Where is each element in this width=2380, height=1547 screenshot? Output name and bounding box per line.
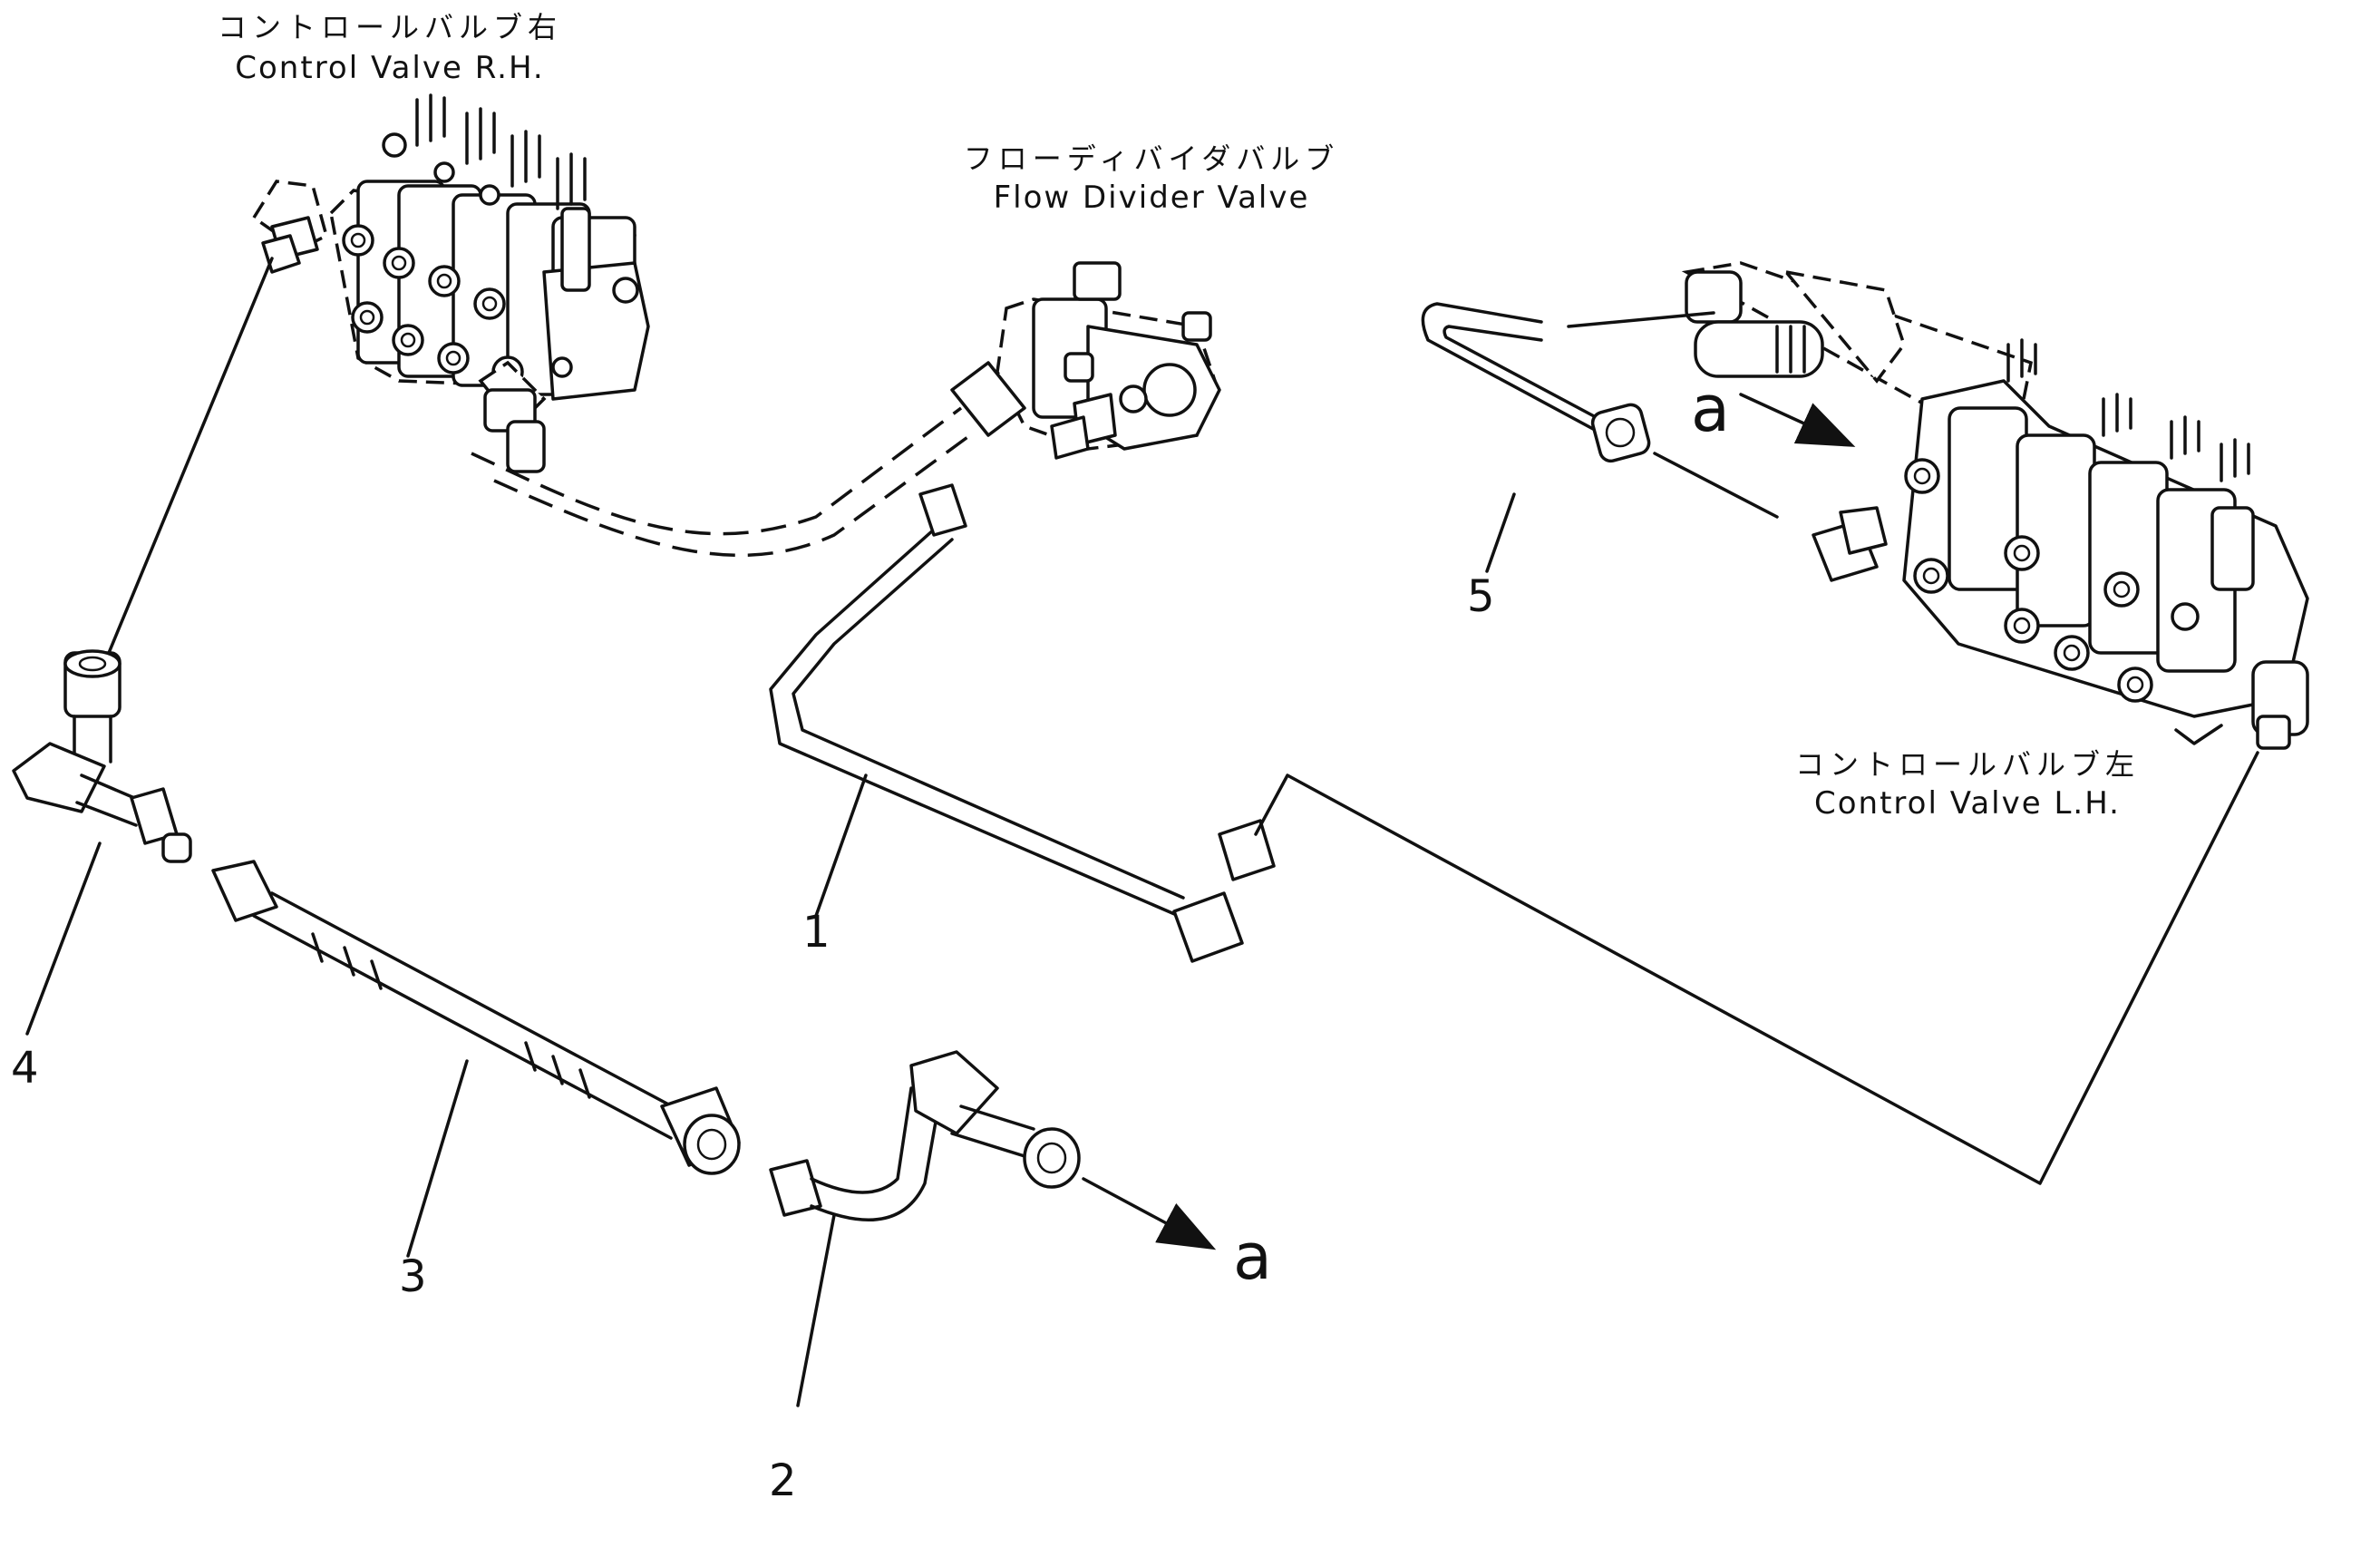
part-number-3: 3 bbox=[399, 1251, 427, 1302]
leader-lines bbox=[25, 257, 2259, 1407]
pipe-1-drawing bbox=[769, 483, 1276, 963]
control-valve-lh-label-en: Control Valve L.H. bbox=[1814, 785, 2121, 822]
flow-divider-valve-drawing bbox=[950, 261, 1221, 460]
hose-3-drawing bbox=[211, 860, 741, 1175]
fitting-4-drawing bbox=[12, 649, 192, 863]
connection-marker-a-upper: a bbox=[1691, 372, 1730, 446]
part-number-1: 1 bbox=[802, 907, 831, 958]
part-number-5: 5 bbox=[1467, 571, 1495, 622]
control-valve-lh-label-jp: コントロールバルブ左 bbox=[1794, 747, 2140, 782]
connection-marker-a-lower: a bbox=[1233, 1220, 1272, 1294]
pipe-5-drawing bbox=[1421, 302, 1651, 463]
control-valve-rh-label-en: Control Valve R.H. bbox=[235, 50, 545, 86]
control-valve-rh-label-jp: コントロールバルブ右 bbox=[217, 10, 562, 44]
pipe-2-drawing bbox=[769, 1050, 1081, 1221]
flow-divider-label-en: Flow Divider Valve bbox=[993, 180, 1310, 216]
control-valve-rh-drawing bbox=[251, 93, 650, 473]
control-valve-lh-drawing bbox=[1681, 261, 2309, 750]
part-number-2: 2 bbox=[769, 1455, 797, 1506]
flow-divider-label-jp: フローディバイダバルブ bbox=[963, 141, 1340, 176]
part-number-4: 4 bbox=[11, 1043, 39, 1094]
